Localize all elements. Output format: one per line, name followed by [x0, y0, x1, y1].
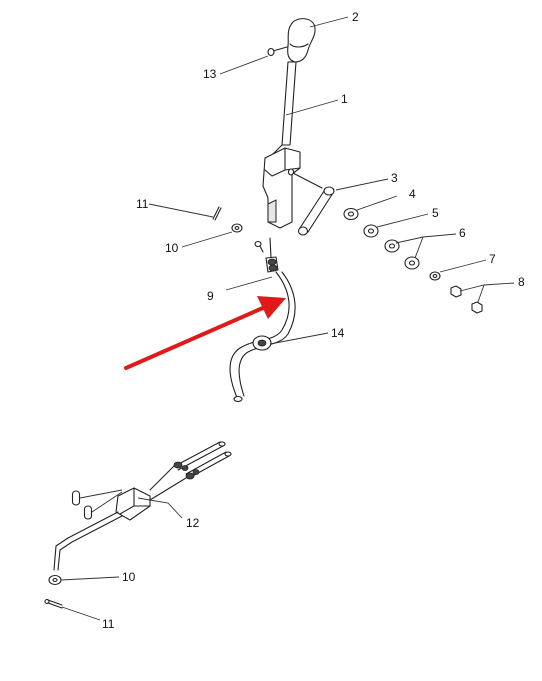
screw: [267, 46, 288, 57]
callout-5: 5: [432, 206, 439, 220]
callout-10-bottom: 10: [122, 570, 136, 584]
callout-6: 6: [459, 226, 466, 240]
pointer-arrow: [124, 296, 286, 370]
cotter-pin: [44, 598, 63, 609]
callout-10-top: 10: [165, 241, 179, 255]
washer: [429, 271, 441, 281]
bushing: [384, 239, 400, 253]
lever-housing: [262, 147, 323, 229]
cable-end: [265, 237, 279, 273]
callout-4: 4: [409, 187, 416, 201]
grommet: [252, 335, 272, 351]
pin: [254, 240, 264, 253]
callout-13: 13: [203, 67, 217, 81]
callout-12: 12: [186, 516, 200, 530]
cable-pair: [149, 441, 232, 501]
washer: [48, 574, 62, 586]
bushing: [404, 256, 420, 270]
shift-knob: [287, 18, 316, 63]
callout-9: 9: [207, 289, 214, 303]
callout-labels: 2 1 13 3 4 5 6 7 8 9 11 10 14 12 10 11: [102, 10, 525, 631]
lever-arm: [297, 186, 335, 236]
cable-bracket: [71, 487, 151, 521]
washer: [343, 207, 359, 221]
callout-8: 8: [518, 275, 525, 289]
nut: [450, 285, 462, 298]
cotter-pin: [212, 206, 222, 221]
callout-11-bottom: 11: [102, 617, 115, 631]
shift-rod: [53, 511, 123, 571]
washer: [363, 224, 379, 238]
nut: [471, 301, 483, 314]
washer: [231, 223, 243, 233]
callout-7: 7: [489, 252, 496, 266]
callout-3: 3: [391, 171, 398, 185]
callout-1: 1: [341, 92, 348, 106]
callout-14: 14: [331, 326, 345, 340]
callout-11-top: 11: [136, 197, 149, 211]
leader-lines: [60, 16, 515, 621]
shift-lever: [271, 61, 297, 156]
callout-2: 2: [352, 10, 359, 24]
